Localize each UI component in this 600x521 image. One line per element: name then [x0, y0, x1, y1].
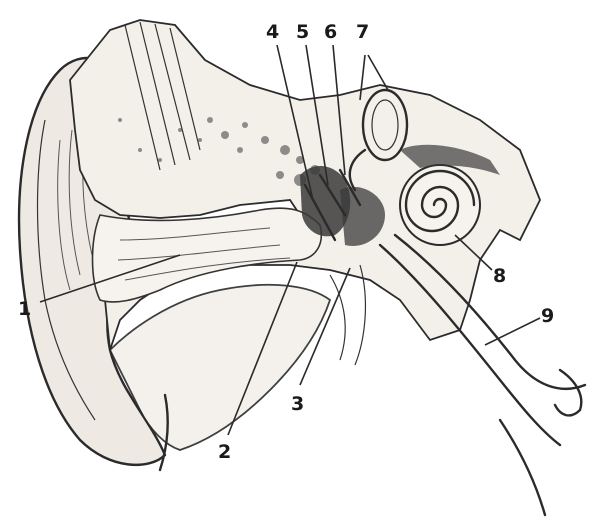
label-6: 6 — [324, 21, 337, 43]
cochlea — [400, 165, 480, 245]
throat-wall — [500, 420, 545, 515]
label-7: 7 — [356, 21, 369, 43]
label-9: 9 — [541, 305, 554, 327]
nasopharynx-end — [555, 370, 581, 415]
label-4: 4 — [266, 21, 279, 43]
lower-tissue — [330, 265, 365, 365]
label-5: 5 — [296, 21, 309, 43]
label-3: 3 — [291, 393, 304, 415]
label-2: 2 — [218, 441, 231, 463]
label-8: 8 — [493, 265, 506, 287]
label-1: 1 — [18, 298, 31, 320]
